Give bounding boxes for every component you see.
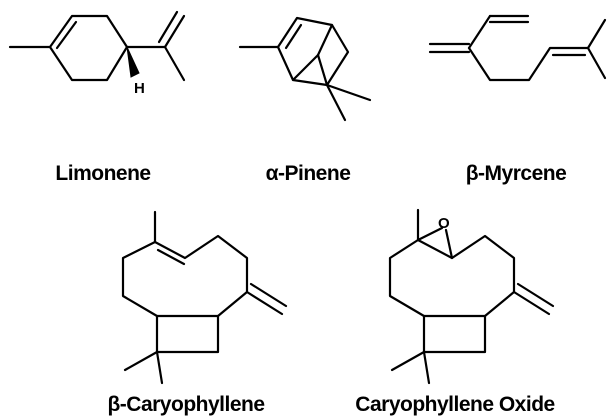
- limonene-hydrogen-label: H: [134, 80, 145, 97]
- limonene-vinyl-methyl: [163, 45, 186, 82]
- alpha-pinene-bridge-b: [316, 23, 334, 57]
- limonene-structure: H: [8, 10, 186, 97]
- limonene-vinyl-up-double: [157, 10, 179, 44]
- caryophyllene-oxide-epoxide-a: [416, 226, 444, 242]
- beta-myrcene-vinyl-a: [467, 14, 492, 50]
- beta-caryophyllene-exo-methylene-a: [245, 290, 284, 316]
- beta-caryophyllene-structure: [121, 210, 288, 385]
- caryophyllene-oxide-gem-methyl-b: [422, 350, 431, 385]
- beta-myrcene-name: β-Myrcene: [466, 162, 567, 185]
- caryophyllene-oxide-large-ring: [388, 234, 516, 318]
- caryophyllene-oxide-cyclobutane: [422, 314, 487, 354]
- beta-myrcene-branch-down: [586, 46, 607, 80]
- caryophyllene-oxide-oxygen-label: O: [438, 215, 450, 232]
- limonene-vinyl-up: [163, 14, 186, 49]
- alpha-pinene-gem-methyl-a: [325, 83, 372, 102]
- beta-caryophyllene-gem-methyl-a: [123, 350, 159, 372]
- alpha-pinene-bridge-c: [316, 53, 329, 87]
- beta-myrcene-structure: [428, 14, 607, 82]
- beta-caryophyllene-double-bond: [156, 248, 186, 266]
- caryophyllene-oxide-exo-methylene-b: [516, 282, 555, 308]
- alpha-pinene-bridge-a: [291, 53, 320, 82]
- alpha-pinene-ring: [276, 16, 350, 87]
- caryophyllene-oxide-structure: O: [388, 208, 555, 385]
- beta-caryophyllene-gem-methyl-b: [155, 350, 164, 385]
- beta-caryophyllene-exo-methylene-b: [249, 282, 288, 308]
- alpha-pinene-structure: [238, 16, 372, 122]
- alpha-pinene-double-bond: [284, 23, 303, 50]
- beta-myrcene-chain: [467, 46, 590, 82]
- limonene-ring: [48, 14, 129, 82]
- caryophyllene-oxide-exo-methylene-a: [512, 290, 551, 316]
- caryophyllene-oxide-name: Caryophyllene Oxide: [355, 393, 554, 416]
- beta-myrcene-branch-up: [586, 18, 607, 50]
- alpha-pinene-gem-methyl-b: [325, 83, 347, 122]
- limonene-name: Limonene: [55, 162, 150, 185]
- alpha-pinene-name: α-Pinene: [266, 162, 351, 185]
- caryophyllene-oxide-epoxide-b: [444, 228, 454, 260]
- limonene-stereo-wedge: [126, 46, 140, 78]
- caryophyllene-oxide-gem-methyl-a: [390, 350, 426, 372]
- beta-caryophyllene-cyclobutane: [155, 314, 220, 354]
- beta-caryophyllene-large-ring: [121, 234, 249, 318]
- limonene-double-bond: [55, 20, 78, 50]
- beta-caryophyllene-name: β-Caryophyllene: [107, 393, 264, 416]
